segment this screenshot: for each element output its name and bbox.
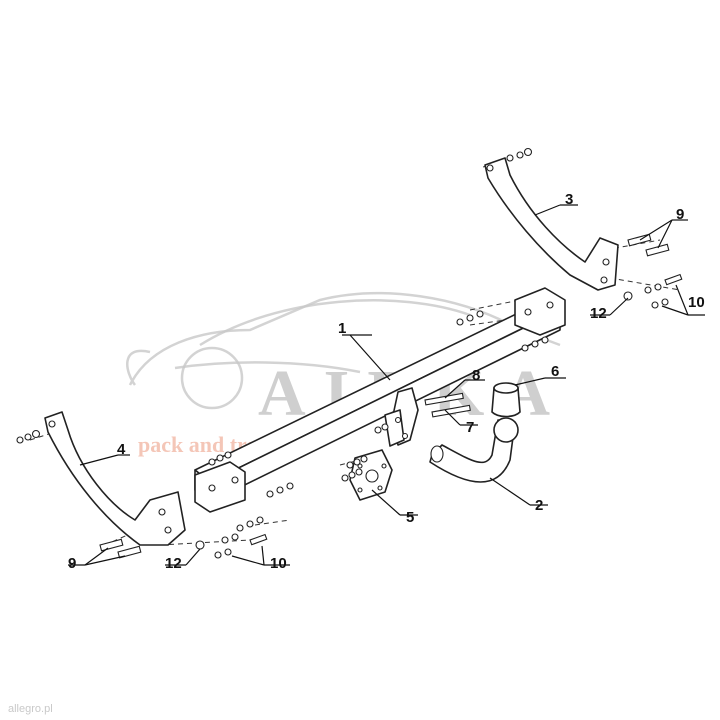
callout-labels: 1 2 3 4 5 6 7 8 9 10 12 9 12 10: [68, 191, 705, 572]
callout-9-left: 9: [68, 555, 76, 572]
callout-1: 1: [338, 320, 346, 337]
callout-12-right: 12: [590, 305, 607, 322]
callout-12-left: 12: [165, 555, 182, 572]
callout-10-left: 10: [270, 555, 287, 572]
site-watermark: allegro.pl: [8, 703, 53, 715]
leader-lines: [68, 204, 705, 566]
ball-cap-part-6: [491, 382, 521, 418]
watermark-car-logo: [126, 292, 561, 386]
callout-7: 7: [466, 419, 474, 436]
socket-plate-part-5: [349, 449, 393, 501]
callout-10-right: 10: [688, 294, 705, 311]
crossbar-part-1: [194, 287, 566, 513]
callout-5: 5: [406, 509, 414, 526]
callout-3: 3: [565, 191, 573, 208]
callout-4: 4: [117, 441, 126, 458]
callout-9-right: 9: [676, 206, 684, 223]
watermark-c-mark: [180, 346, 244, 410]
side-arm-part-3: [484, 157, 619, 291]
callout-8: 8: [472, 367, 480, 384]
callout-6: 6: [551, 363, 559, 380]
hardware-set: [16, 147, 683, 559]
callout-2: 2: [535, 497, 543, 514]
tow-ball-part-2: [429, 417, 519, 483]
side-arm-part-4: [44, 411, 186, 546]
watermark-swoosh: [199, 299, 471, 347]
